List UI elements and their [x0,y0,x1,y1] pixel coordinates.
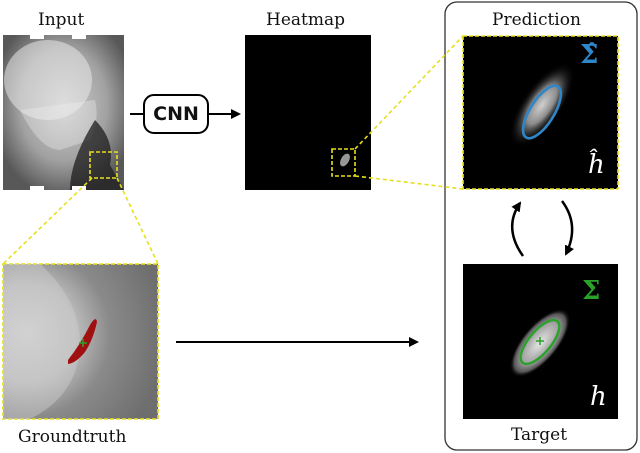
target-label: Target [511,425,568,445]
heatmap-roi-box [331,148,356,177]
sigma-symbol: Σ [582,276,601,306]
heatmap-image [245,35,371,190]
heatmap-label: Heatmap [266,10,345,30]
prediction-label: Prediction [492,10,581,30]
zoom-connector-right-2 [354,175,464,190]
sigma-hat-symbol: Σ̂ [580,40,599,70]
cycle-arrow-down [560,200,574,256]
prediction-target-frame [444,1,638,451]
input-label: Input [38,10,85,30]
target-center-marker [536,337,544,345]
prediction-ellipse [521,84,563,140]
groundtruth-center-marker [79,339,87,347]
zoom-connector-right-1 [354,35,464,150]
groundtruth-label: Groundtruth [18,427,127,447]
input-roi-box [89,151,118,179]
zoom-connector-left-1 [2,177,93,265]
prediction-blob [508,62,576,148]
input-xray-image [3,35,124,190]
cnn-label: CNN [153,103,199,125]
target-ellipse [519,318,561,366]
cnn-block: CNN [143,94,209,134]
h-hat-symbol: ĥ [588,150,605,180]
heatmap-blob [340,153,350,167]
h-symbol: h [590,382,607,412]
groundtruth-image [2,263,159,420]
zoom-connector-left-2 [116,177,159,265]
cycle-arrow-up [511,201,525,257]
